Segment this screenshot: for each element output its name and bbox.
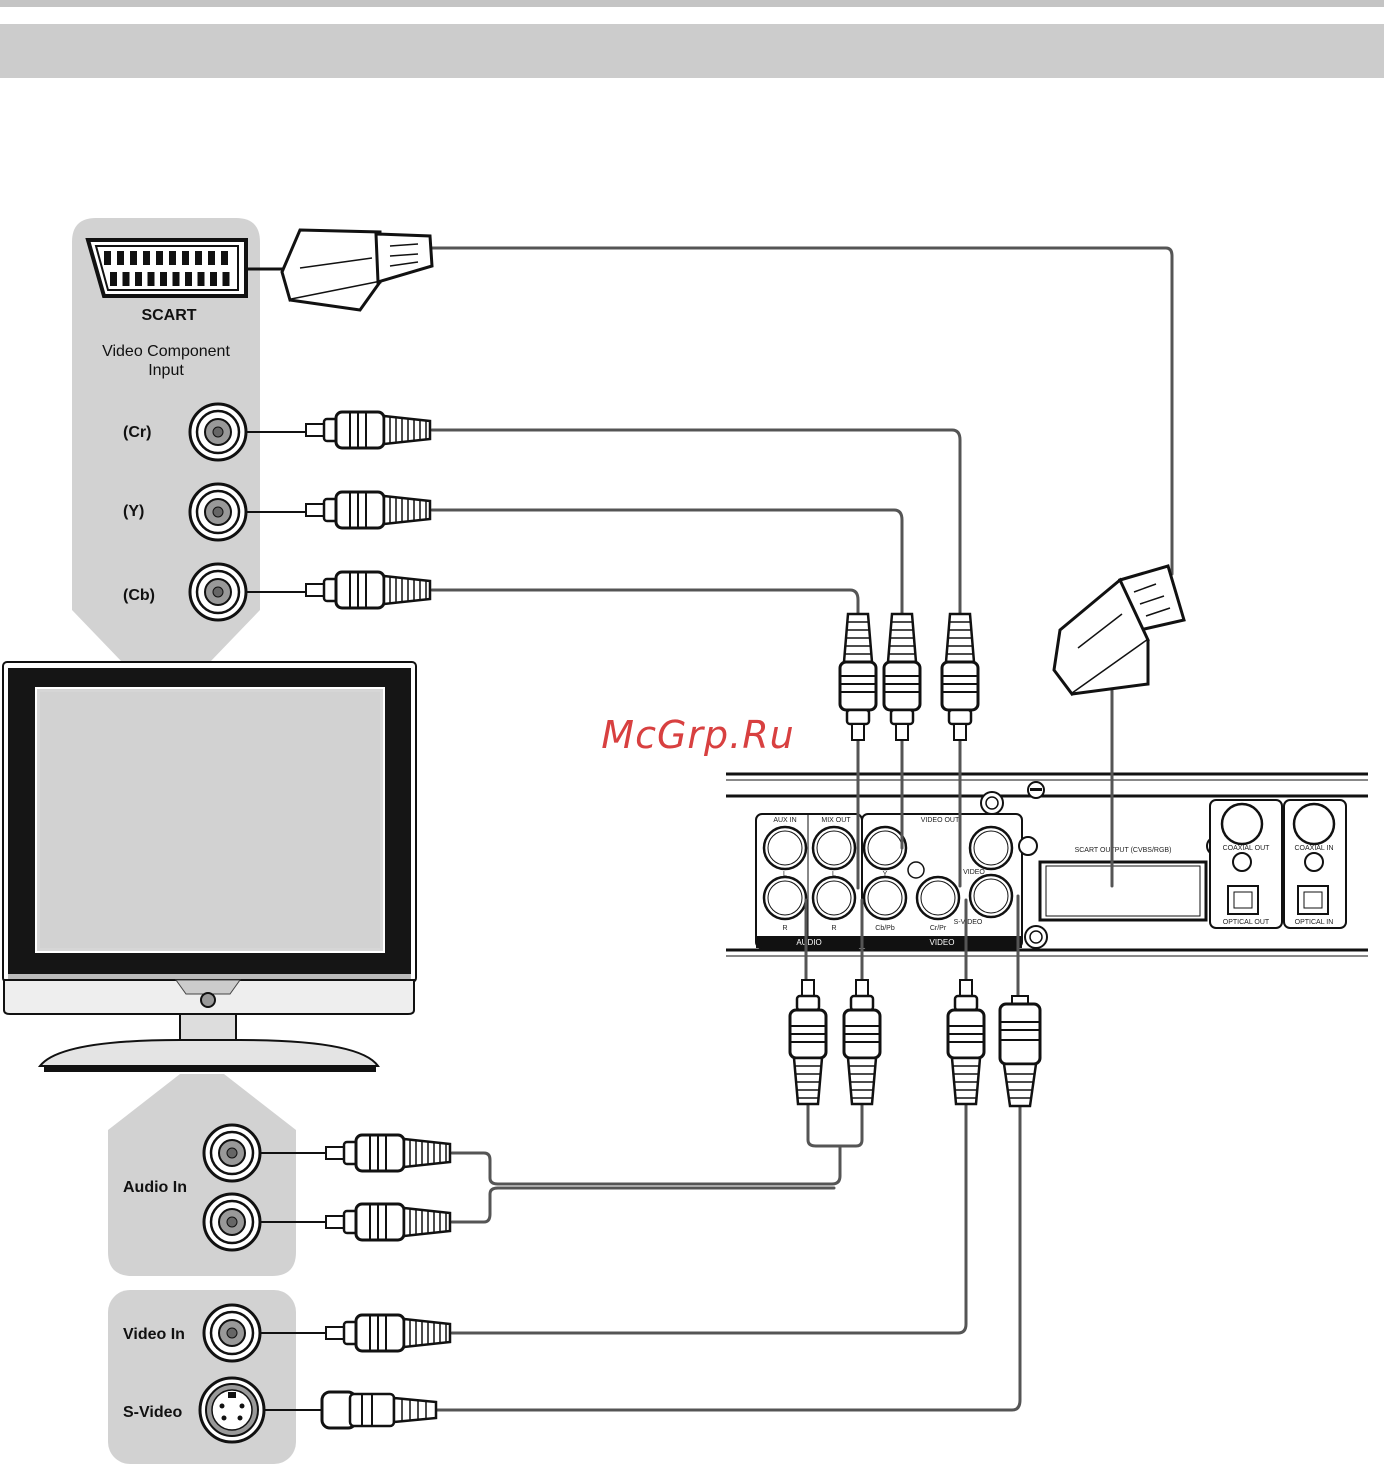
tv-s-video-label: S-Video	[123, 1404, 183, 1421]
player-video-group-label: VIDEO	[930, 938, 955, 947]
audio-join	[808, 1104, 862, 1146]
player-mix-out-label: MIX OUT	[821, 817, 851, 824]
tv-cb-jack	[190, 564, 246, 620]
y-cable	[432, 510, 902, 614]
tv-component-title-line2: Input	[148, 362, 184, 379]
scart-pin	[208, 251, 215, 265]
plug-audio-l-player	[790, 980, 826, 1104]
scart-pin	[173, 272, 180, 286]
tv-s-video-jack	[200, 1378, 264, 1442]
scart-pin	[123, 272, 130, 286]
player-coaxial-in-label: COAXIAL IN	[1294, 845, 1333, 852]
tv-video-in-jack	[204, 1305, 260, 1361]
player-s-video-label: S-VIDEO	[954, 919, 983, 926]
player-y-label: Y	[883, 871, 888, 878]
tv-scart-socket	[88, 240, 246, 296]
tv-y-jack	[190, 484, 246, 540]
watermark: McGrp.Ru	[601, 713, 794, 757]
plug-cb-tv	[306, 572, 430, 608]
scart-plug-tv	[282, 230, 432, 310]
tv-video-in-label: Video In	[123, 1326, 185, 1343]
scart-pin	[104, 251, 111, 265]
s-video-cable	[436, 1104, 1020, 1410]
scart-pin	[169, 251, 176, 265]
plug-video-player	[948, 980, 984, 1104]
tv-video-panel	[108, 1290, 296, 1464]
scart-pin	[195, 251, 202, 265]
player-mix-l-label: L	[832, 871, 836, 878]
scart-plug-player	[1054, 566, 1184, 694]
tv-set	[3, 662, 416, 1072]
tv-audio-in-r-jack	[204, 1194, 260, 1250]
plug-cr-tv	[306, 412, 430, 448]
player-optical-in-label: OPTICAL IN	[1295, 919, 1334, 926]
scart-pin	[148, 272, 155, 286]
scart-pin	[130, 251, 137, 265]
player-audio-group-label: AUDIO	[796, 938, 821, 947]
player-coaxial-out-label: COAXIAL OUT	[1223, 845, 1271, 852]
player-optical-out-label: OPTICAL OUT	[1223, 919, 1270, 926]
player-back-panel	[726, 774, 1368, 956]
scart-pin	[185, 272, 192, 286]
tv-audio-in-l-jack	[204, 1125, 260, 1181]
scart-pin	[110, 272, 117, 286]
scart-pin	[182, 251, 189, 265]
tv-audio-in-label: Audio In	[123, 1179, 187, 1196]
plug-y-player	[884, 614, 920, 740]
tv-cr-jack	[190, 404, 246, 460]
scart-pin	[143, 251, 150, 265]
tv-cb-label: (Cb)	[123, 587, 155, 604]
player-aux-in-label: AUX IN	[773, 817, 796, 824]
tv-y-label: (Y)	[123, 503, 144, 520]
plug-video-tv	[326, 1315, 450, 1351]
audio-r-cable	[452, 1188, 834, 1222]
scart-pin	[221, 251, 228, 265]
plug-s-video-tv	[322, 1392, 436, 1428]
plug-cr-player	[942, 614, 978, 740]
audio-l-cable	[452, 1146, 840, 1184]
plug-s-video-player	[1000, 996, 1040, 1106]
tv-cr-label: (Cr)	[123, 424, 151, 441]
plug-cb-player	[840, 614, 876, 740]
cb-cable	[432, 590, 858, 614]
scart-cable	[432, 248, 1172, 574]
player-cb-pb-label: Cb/Pb	[875, 925, 895, 932]
tv-audio-panel	[108, 1074, 296, 1276]
scart-pin	[223, 272, 230, 286]
cr-cable	[432, 430, 960, 614]
plug-audio-r-tv	[326, 1204, 450, 1240]
player-aux-r-label: R	[782, 925, 787, 932]
plug-y-tv	[306, 492, 430, 528]
tv-scart-label: SCART	[141, 307, 196, 324]
video-cable	[452, 1104, 966, 1333]
player-scart-output-label: SCART OUTPUT (CVBS/RGB)	[1075, 847, 1172, 854]
player-mix-r-label: R	[831, 925, 836, 932]
plug-audio-l-tv	[326, 1135, 450, 1171]
scart-pin	[135, 272, 142, 286]
player-video-out-label: VIDEO OUT	[921, 817, 960, 824]
scart-pin	[117, 251, 124, 265]
player-aux-l-label: L	[783, 871, 787, 878]
scart-pin	[156, 251, 163, 265]
scart-pin	[210, 272, 217, 286]
scart-pin	[198, 272, 205, 286]
player-video-label: VIDEO	[963, 869, 985, 876]
tv-component-title-line1: Video Component	[102, 343, 230, 360]
player-cr-pr-label: Cr/Pr	[930, 925, 947, 932]
plug-audio-r-player	[844, 980, 880, 1104]
scart-pin	[160, 272, 167, 286]
